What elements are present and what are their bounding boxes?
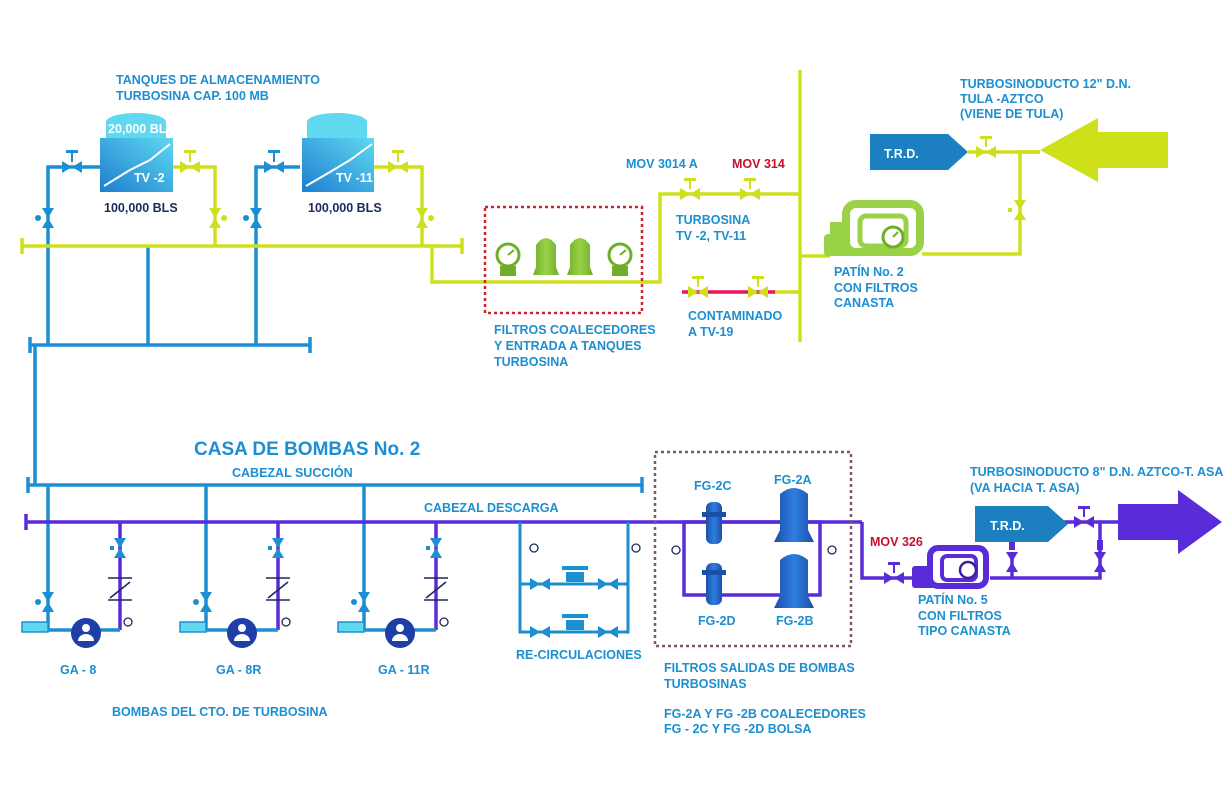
blue-end-caps (26, 337, 644, 493)
skid5-icon (912, 545, 989, 589)
lime-end-caps (20, 238, 464, 254)
pumps-caption: BOMBAS DEL CTO. DE TURBOSINA (112, 705, 328, 719)
mov-326-label: MOV 326 (870, 535, 923, 549)
fg2c-label: FG-2C (694, 479, 732, 493)
filters-note-2: FG - 2C Y FG -2D BOLSA (664, 722, 811, 736)
pump-house-title: CASA DE BOMBAS No. 2 (194, 439, 420, 460)
coalescer-label-2: Y ENTRADA A TANQUES (494, 339, 641, 353)
tank-tv2-capacity: 100,000 BLS (104, 201, 178, 215)
recirculation-label: RE-CIRCULACIONES (516, 648, 642, 662)
gauge-icons (123, 543, 837, 627)
mov-3014a-label: MOV 3014 A (626, 157, 698, 171)
outlet-filters-label-1: FILTROS SALIDAS DE BOMBAS (664, 661, 855, 675)
skid5-label-2: CON FILTROS (918, 609, 1002, 623)
valve-icons (35, 136, 1106, 638)
turbosina-label-2: TV -2, TV-11 (676, 229, 746, 243)
pipeline12-label-3: (VIENE DE TULA) (960, 107, 1063, 121)
pipeline8-label-2: (VA HACIA T. ASA) (970, 481, 1080, 495)
trd-label-top: T.R.D. (884, 147, 919, 161)
tanks-title-line2: TURBOSINA CAP. 100 MB (116, 89, 269, 103)
incoming-arrow-icon (1040, 118, 1168, 182)
skid5-label-3: TIPO CANASTA (918, 624, 1011, 638)
trd-label-bottom: T.R.D. (990, 519, 1025, 533)
fg2b-label: FG-2B (776, 614, 814, 628)
tank-tv11-name: TV -11 (336, 171, 373, 185)
mov-314-label: MOV 314 (732, 157, 785, 171)
pipeline12-label-2: TULA -AZTCO (960, 92, 1044, 106)
outlet-filters-dashed-box (653, 450, 853, 648)
coalescer-filter-icons (495, 238, 633, 276)
contaminado-label-1: CONTAMINADO (688, 309, 782, 323)
pump-ga11r-label: GA - 11R (378, 663, 430, 677)
coalescer-dashed-box (483, 205, 644, 315)
skid2-label-1: PATÍN No. 2 (834, 264, 904, 279)
check-valve-icons (108, 577, 448, 601)
skid2-icon (824, 200, 924, 256)
outlet-filters-label-2: TURBOSINAS (664, 677, 747, 691)
skid2-label-2: CON FILTROS (834, 281, 918, 295)
outgoing-arrow-icon (1118, 490, 1222, 554)
coalescer-label-1: FILTROS COALECEDORES (494, 323, 656, 337)
pump-ga8-label: GA - 8 (60, 663, 96, 677)
tank-tv2 (100, 113, 173, 192)
trd-box-bottom (975, 506, 1068, 542)
suction-header-label: CABEZAL SUCCIÓN (232, 465, 353, 480)
labels: TANQUES DE ALMACENAMIENTO TURBOSINA CAP.… (60, 73, 1223, 736)
coalescer-label-3: TURBOSINA (494, 355, 568, 369)
pump-ga8r-label: GA - 8R (216, 663, 261, 677)
pump-icons (21, 618, 436, 648)
tank-tv11 (302, 113, 374, 192)
turbosina-label-1: TURBOSINA (676, 213, 750, 227)
filters-note-1: FG-2A Y FG -2B COALECEDORES (664, 707, 866, 721)
contaminado-label-2: A TV-19 (688, 325, 733, 339)
tank-tv2-name: TV -2 (134, 171, 165, 185)
outlet-filter-icons (702, 488, 814, 608)
tanks-title-line1: TANQUES DE ALMACENAMIENTO (116, 73, 320, 87)
pipeline12-label-1: TURBOSINODUCTO 12" D.N. (960, 77, 1131, 91)
trd-box-top (870, 134, 968, 170)
skid5-label-1: PATÍN No. 5 (918, 592, 988, 607)
tank-tv11-capacity: 100,000 BLS (308, 201, 382, 215)
fg2a-label: FG-2A (774, 473, 812, 487)
skid2-label-3: CANASTA (834, 296, 894, 310)
discharge-header-label: CABEZAL DESCARGA (424, 501, 559, 515)
fg2d-label: FG-2D (698, 614, 736, 628)
blue-piping (28, 165, 642, 630)
pipeline8-label-1: TURBOSINODUCTO 8" D.N. AZTCO-T. ASA (970, 465, 1223, 479)
tank-tv2-top-label: 20,000 BLS (108, 122, 175, 136)
